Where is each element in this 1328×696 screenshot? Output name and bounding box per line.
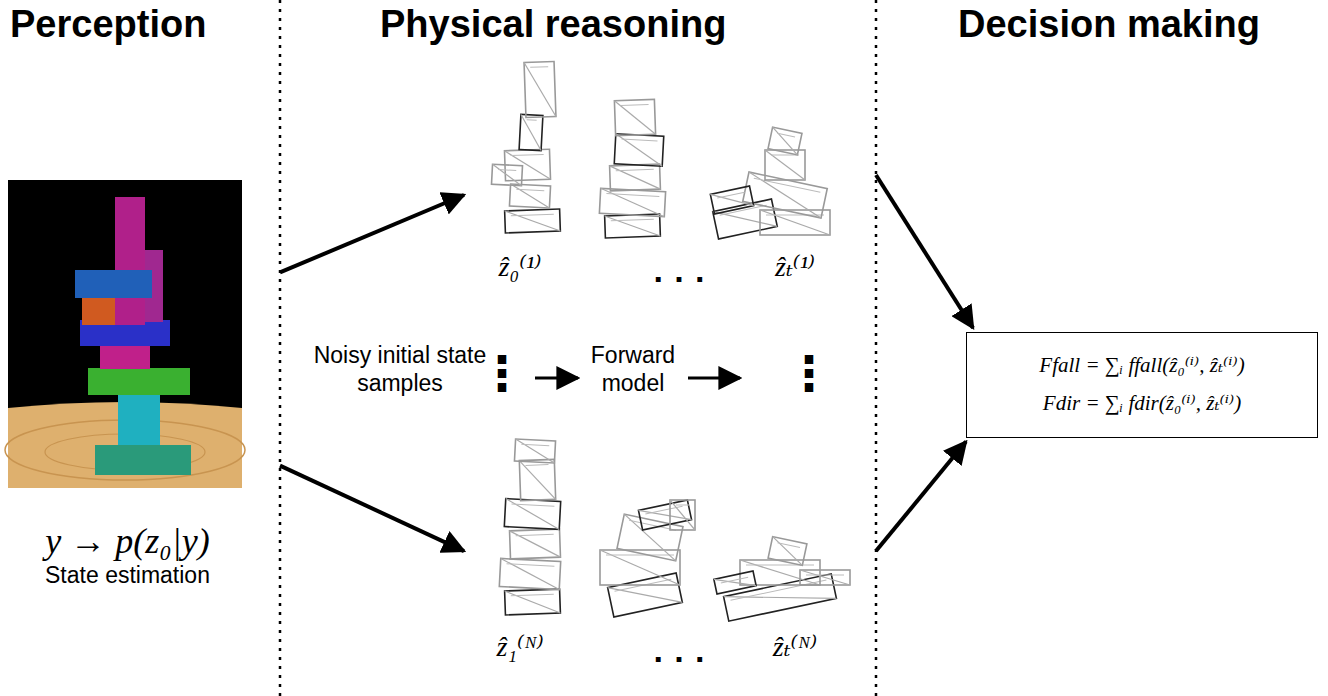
step-label: Noisy initial state samples bbox=[300, 342, 500, 397]
state-label: ẑₜ⁽ᴺ⁾ bbox=[760, 630, 830, 663]
state-label: ẑ₀⁽¹⁾ bbox=[490, 250, 550, 283]
formula-box: Ffall = ∑ᵢ ffall(ẑ₀⁽ⁱ⁾, ẑₜ⁽ⁱ⁾)Fdir = ∑ᵢ … bbox=[966, 332, 1318, 438]
wireframe-towers bbox=[491, 61, 850, 621]
tower-photo bbox=[5, 180, 245, 488]
separator bbox=[875, 0, 878, 696]
flow-arrow bbox=[280, 195, 464, 272]
caption: State estimation bbox=[5, 562, 250, 589]
flow-arrow bbox=[280, 466, 464, 551]
state-label: ẑ₁⁽ᴺ⁾ bbox=[490, 630, 550, 663]
column-heading: Physical reasoning bbox=[380, 2, 726, 48]
formula: Ffall = ∑ᵢ ffall(ẑ₀⁽ⁱ⁾, ẑₜ⁽ⁱ⁾) bbox=[977, 347, 1307, 385]
flow-arrow bbox=[535, 377, 578, 380]
sample-row: ẑ₀⁽¹⁾ · · · ẑₜ⁽¹⁾ bbox=[470, 55, 870, 305]
state-label: · · · bbox=[640, 260, 720, 299]
column-heading: Perception bbox=[10, 2, 206, 48]
flow-arrow bbox=[876, 442, 966, 552]
column-heading: Decision making bbox=[958, 2, 1260, 48]
formula: Fdir = ∑ᵢ fdir(ẑ₀⁽ⁱ⁾, ẑₜ⁽ⁱ⁾) bbox=[977, 385, 1307, 423]
sample-row: ẑ₁⁽ᴺ⁾ · · · ẑₜ⁽ᴺ⁾ bbox=[470, 435, 870, 693]
ellipsis: ⋮ bbox=[478, 345, 526, 403]
flow-arrow bbox=[876, 175, 973, 328]
flow-arrow bbox=[688, 377, 740, 380]
perception-image: y → p(z₀|y)State estimation bbox=[5, 180, 250, 600]
step-label: Forward model bbox=[578, 342, 688, 397]
state-label: · · · bbox=[640, 640, 720, 679]
state-label: ẑₜ⁽¹⁾ bbox=[760, 250, 830, 283]
ellipsis: ⋮ bbox=[785, 345, 833, 403]
separator bbox=[279, 0, 282, 696]
formula: y → p(z₀|y) bbox=[5, 520, 250, 562]
